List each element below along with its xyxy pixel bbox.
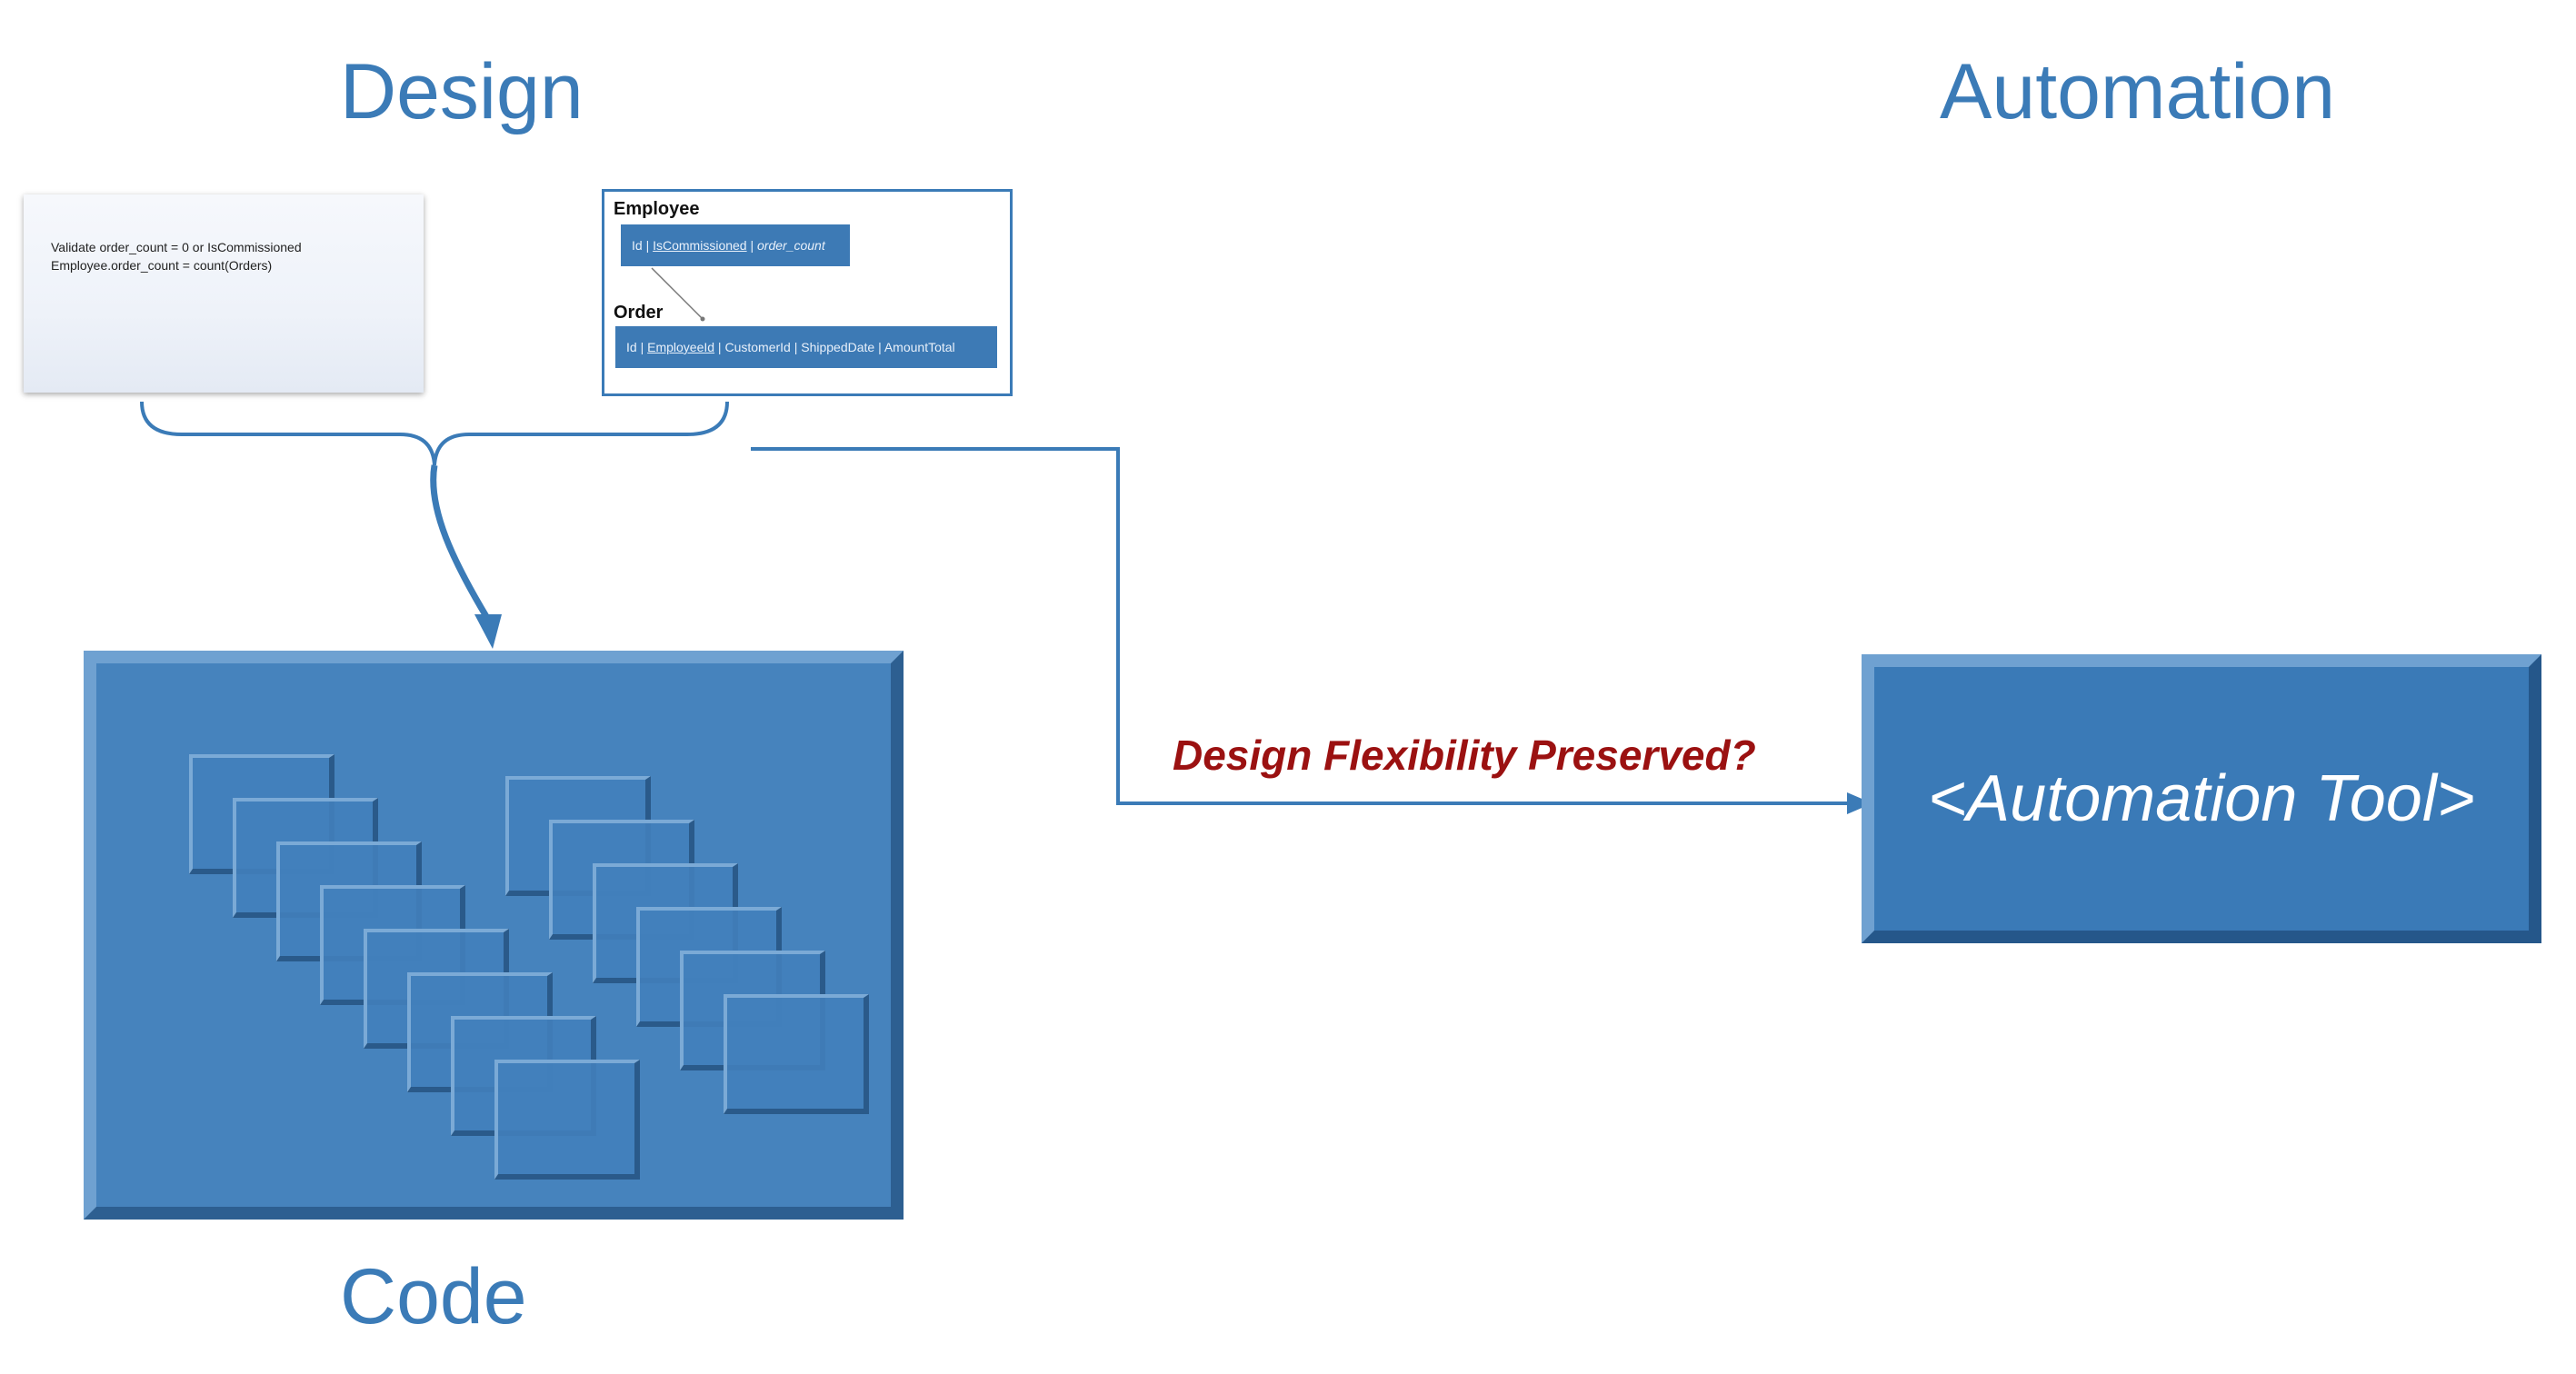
field-id: Id — [632, 238, 643, 253]
relationship-line — [651, 267, 705, 322]
employee-entity-name: Employee — [614, 199, 700, 219]
field-separator: | — [642, 238, 654, 253]
merge-brace — [140, 401, 729, 466]
arrow-to-automation — [751, 447, 1847, 805]
field-separator: | — [714, 340, 725, 354]
field-order-count: order_count — [757, 238, 825, 253]
arrow-to-code-head — [474, 614, 502, 649]
schema-diagram: Employee Id | IsCommissioned | order_cou… — [602, 189, 1013, 396]
field-employeeid: EmployeeId — [647, 340, 715, 354]
order-entity-fields: Id | EmployeeId | CustomerId | ShippedDa… — [615, 326, 997, 368]
arrow-to-automation-head — [1847, 792, 1872, 814]
automation-tool-label: <Automation Tool> — [1928, 762, 2475, 835]
code-heading: Code — [340, 1253, 527, 1340]
order-entity-name: Order — [614, 303, 664, 323]
napkin-rule-line: Validate order_count = 0 or IsCommission… — [51, 240, 302, 254]
design-flexibility-question: Design Flexibility Preserved? — [1173, 732, 1756, 779]
field-separator: | — [746, 238, 758, 253]
field-iscommissioned: IsCommissioned — [653, 238, 747, 253]
code-module — [494, 1060, 640, 1180]
employee-entity-fields: Id | IsCommissioned | order_count — [621, 224, 850, 266]
automation-heading: Automation — [1940, 48, 2336, 135]
napkin-rule-line: Employee.order_count = count(Orders) — [51, 258, 273, 273]
code-module — [724, 994, 869, 1114]
field-id: Id — [626, 340, 637, 354]
code-box — [84, 651, 904, 1220]
napkin-note: Validate order_count = 0 or IsCommission… — [24, 194, 424, 393]
design-heading: Design — [340, 48, 584, 135]
automation-tool-box: <Automation Tool> — [1862, 654, 2541, 943]
field-separator: | — [636, 340, 648, 354]
arrow-to-code — [430, 464, 491, 620]
field-other: CustomerId | ShippedDate | AmountTotal — [724, 340, 955, 354]
